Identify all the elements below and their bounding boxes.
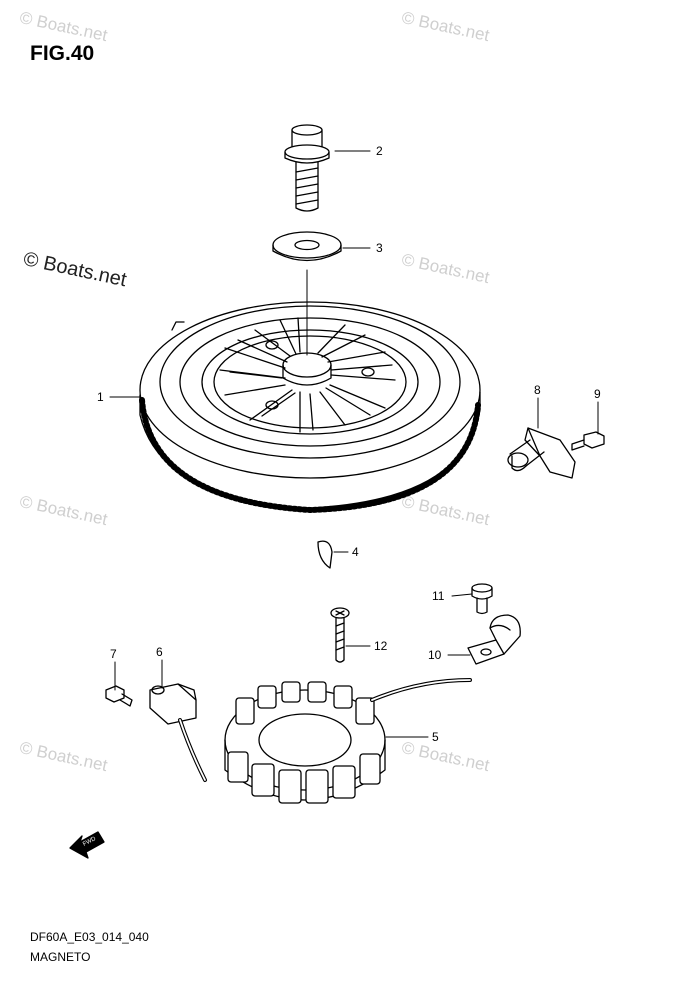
part-12-screw bbox=[330, 607, 350, 663]
part-8-sensor bbox=[507, 427, 576, 479]
callout-9: 9 bbox=[594, 387, 601, 401]
callout-8: 8 bbox=[534, 383, 541, 397]
part-4-key bbox=[317, 540, 333, 569]
callout-12: 12 bbox=[374, 639, 388, 653]
part-3-washer bbox=[272, 231, 342, 262]
part-5-stator bbox=[224, 678, 472, 804]
callout-10: 10 bbox=[428, 648, 442, 662]
part-10-clamp bbox=[467, 614, 521, 665]
callout-1: 1 bbox=[97, 390, 104, 404]
callout-7: 7 bbox=[110, 647, 117, 661]
callout-4: 4 bbox=[352, 545, 359, 559]
callout-11: 11 bbox=[432, 589, 445, 603]
figure-title: FIG.40 bbox=[30, 42, 95, 65]
part-2-bolt bbox=[284, 124, 330, 212]
figure-name: MAGNETO bbox=[30, 950, 91, 964]
callout-2: 2 bbox=[376, 144, 383, 158]
part-7-screw bbox=[105, 685, 133, 707]
callout-6: 6 bbox=[156, 645, 163, 659]
part-9-bolt bbox=[571, 431, 605, 451]
part-6-pulser bbox=[149, 683, 207, 782]
callout-5: 5 bbox=[432, 730, 439, 744]
callout-3: 3 bbox=[376, 241, 383, 255]
part-1-flywheel bbox=[139, 301, 481, 513]
figure-code: DF60A_E03_014_040 bbox=[30, 930, 149, 944]
fwd-arrow-icon bbox=[69, 831, 105, 859]
part-11-bolt bbox=[471, 583, 493, 615]
